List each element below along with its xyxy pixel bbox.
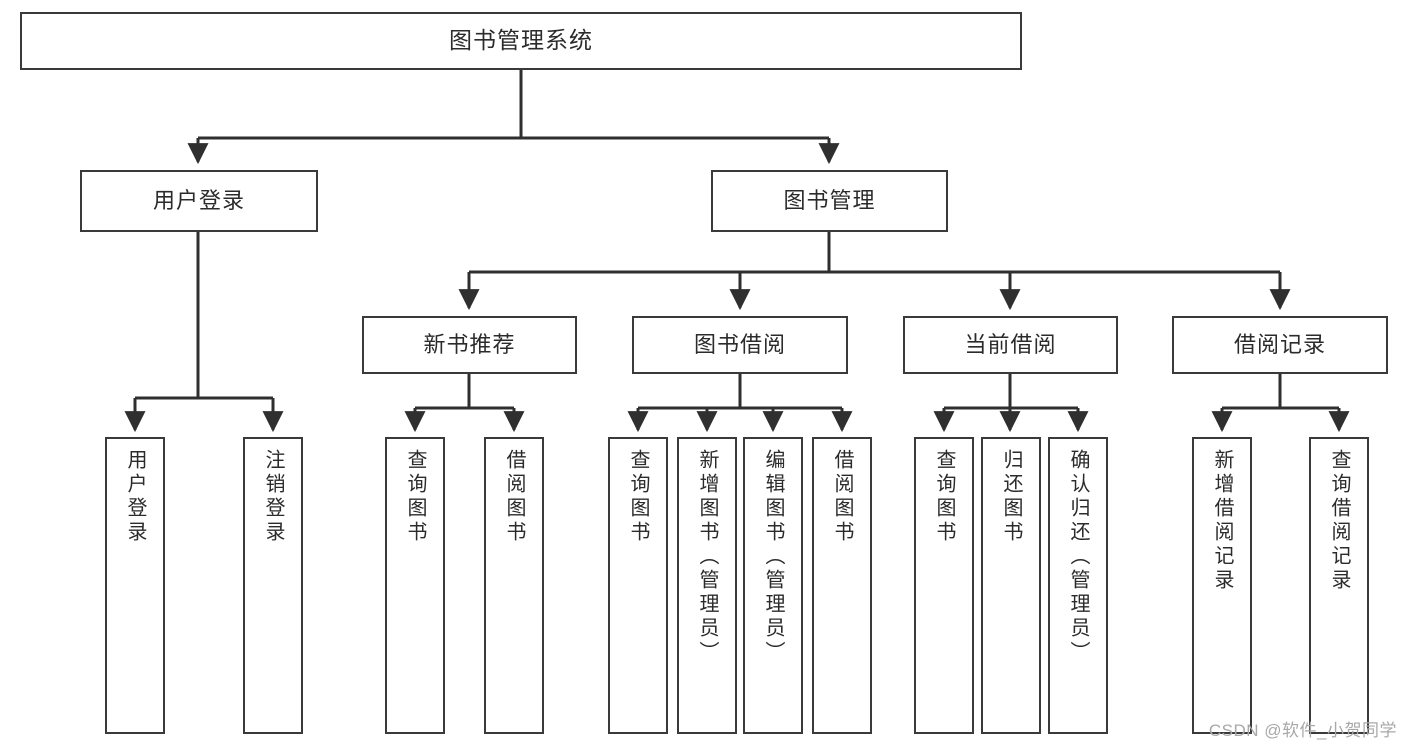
node-current-borrow[interactable]: 当前借阅 [903, 316, 1118, 374]
node-leaf-user-logout-label: 注销登录 [262, 449, 284, 545]
node-leaf-query-book-1-label: 查询图书 [404, 449, 426, 545]
node-root-label: 图书管理系统 [449, 27, 593, 54]
node-leaf-return-book[interactable]: 归还图书 [981, 437, 1041, 734]
node-leaf-query-book-2[interactable]: 查询图书 [608, 437, 668, 734]
node-book-borrow[interactable]: 图书借阅 [632, 316, 848, 374]
node-leaf-add-book-label: 新增图书（管理员） [696, 449, 718, 665]
node-book-manage[interactable]: 图书管理 [711, 170, 948, 232]
node-leaf-return-book-label: 归还图书 [1000, 449, 1022, 545]
watermark: CSDN @软件_小贺同学 [1208, 721, 1397, 740]
node-leaf-query-book-3[interactable]: 查询图书 [914, 437, 974, 734]
node-leaf-query-record[interactable]: 查询借阅记录 [1309, 437, 1369, 734]
node-leaf-borrow-book-2[interactable]: 借阅图书 [812, 437, 872, 734]
node-user-login-label: 用户登录 [152, 187, 245, 213]
node-new-book-recommend[interactable]: 新书推荐 [362, 316, 577, 374]
node-current-borrow-label: 当前借阅 [964, 331, 1057, 357]
node-user-login[interactable]: 用户登录 [80, 170, 318, 232]
node-leaf-query-book-3-label: 查询图书 [933, 449, 955, 545]
node-leaf-query-book-1[interactable]: 查询图书 [385, 437, 445, 734]
node-leaf-user-login-label: 用户登录 [124, 449, 146, 545]
node-leaf-borrow-book-1[interactable]: 借阅图书 [484, 437, 544, 734]
node-root[interactable]: 图书管理系统 [20, 12, 1022, 70]
node-book-manage-label: 图书管理 [783, 187, 876, 213]
node-book-borrow-label: 图书借阅 [693, 331, 786, 357]
node-leaf-add-record[interactable]: 新增借阅记录 [1192, 437, 1252, 734]
node-borrow-record[interactable]: 借阅记录 [1172, 316, 1388, 374]
node-leaf-borrow-book-1-label: 借阅图书 [503, 449, 525, 545]
node-leaf-query-record-label: 查询借阅记录 [1328, 449, 1350, 593]
node-leaf-add-record-label: 新增借阅记录 [1211, 449, 1233, 593]
node-leaf-borrow-book-2-label: 借阅图书 [831, 449, 853, 545]
node-leaf-user-logout[interactable]: 注销登录 [243, 437, 303, 734]
node-leaf-user-login[interactable]: 用户登录 [105, 437, 165, 734]
node-leaf-query-book-2-label: 查询图书 [627, 449, 649, 545]
node-new-book-recommend-label: 新书推荐 [423, 331, 516, 357]
node-leaf-add-book[interactable]: 新增图书（管理员） [677, 437, 737, 734]
node-leaf-edit-book[interactable]: 编辑图书（管理员） [743, 437, 803, 734]
node-leaf-confirm-return-label: 确认归还（管理员） [1067, 449, 1089, 665]
node-borrow-record-label: 借阅记录 [1233, 331, 1326, 357]
node-leaf-edit-book-label: 编辑图书（管理员） [762, 449, 784, 665]
node-leaf-confirm-return[interactable]: 确认归还（管理员） [1048, 437, 1108, 734]
